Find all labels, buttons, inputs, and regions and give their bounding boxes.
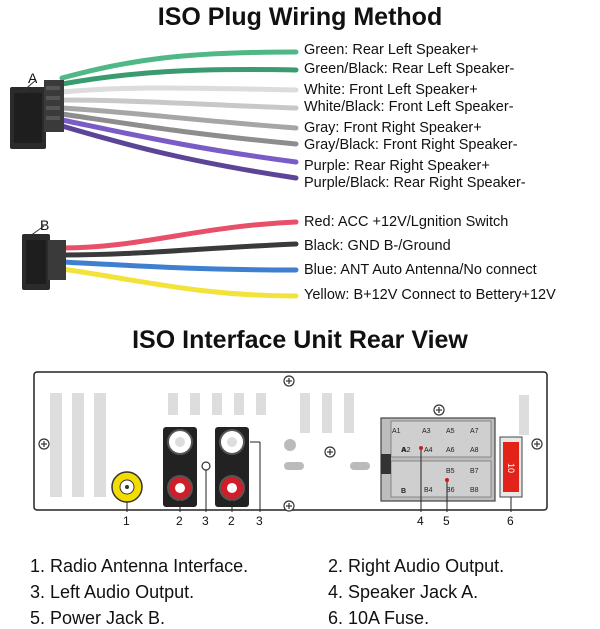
pin-b6: B6 bbox=[446, 487, 455, 494]
pin-b8: B8 bbox=[470, 487, 479, 494]
legend-item-1: 1. Radio Antenna Interface. bbox=[30, 556, 249, 576]
wire-green bbox=[59, 49, 299, 81]
wire-white bbox=[59, 85, 299, 95]
wire-purple bbox=[59, 117, 299, 165]
connector-a-body bbox=[10, 79, 64, 149]
pin-b5: B5 bbox=[446, 468, 455, 475]
wire-label-green-black: Green/Black: Rear Left Speaker- bbox=[304, 61, 515, 77]
wire-label-yellow: Yellow: B+12V Connect to Bettery+12V bbox=[304, 287, 556, 303]
wire-label-green: Green: Rear Left Speaker+ bbox=[304, 42, 479, 58]
callout-3b: 3 bbox=[256, 514, 263, 528]
connector-b-wires bbox=[59, 219, 299, 299]
callout-1: 1 bbox=[123, 514, 130, 528]
wire-label-red: Red: ACC +12V/Lgnition Switch bbox=[304, 214, 509, 230]
wire-gray-black bbox=[59, 111, 299, 147]
jack-b-letter: B bbox=[401, 488, 406, 495]
rear-view-title: ISO Interface Unit Rear View bbox=[132, 326, 468, 354]
callout-lines bbox=[126, 441, 512, 512]
legend-item-3: 3. Left Audio Output. bbox=[30, 582, 195, 602]
jack-a-letter: A bbox=[401, 447, 406, 454]
connector-a-wires bbox=[59, 49, 299, 181]
wire-label-gray-black: Gray/Black: Front Right Speaker- bbox=[304, 137, 518, 153]
wire-red bbox=[59, 219, 299, 251]
wire-label-purple: Purple: Rear Right Speaker+ bbox=[304, 158, 490, 174]
wiring-title: ISO Plug Wiring Method bbox=[157, 3, 443, 31]
pin-a6: A6 bbox=[446, 447, 455, 454]
pin-a1: A1 bbox=[392, 428, 401, 435]
legend-item-2: 2. Right Audio Output. bbox=[328, 556, 505, 576]
wire-label-gray: Gray: Front Right Speaker+ bbox=[304, 120, 482, 136]
connector-a-letter: A bbox=[28, 70, 38, 86]
wire-white-black bbox=[59, 97, 299, 111]
pin-a2: A2 bbox=[402, 447, 411, 454]
antenna-jack bbox=[111, 471, 143, 503]
legend-item-6: 6. 10A Fuse. bbox=[328, 608, 430, 628]
pin-a4: A4 bbox=[424, 447, 433, 454]
wire-label-purple-black: Purple/Black: Rear Right Speaker- bbox=[304, 175, 526, 191]
pin-b7: B7 bbox=[470, 468, 479, 475]
pin-a8: A8 bbox=[470, 447, 479, 454]
wire-gray bbox=[59, 105, 299, 131]
wire-purple-black bbox=[59, 123, 299, 181]
callout-5: 5 bbox=[443, 514, 450, 528]
callout-2b: 2 bbox=[228, 514, 235, 528]
wire-label-blue: Blue: ANT Auto Antenna/No connect bbox=[304, 262, 537, 278]
callout-6: 6 bbox=[507, 514, 514, 528]
legend-item-4: 4. Speaker Jack A. bbox=[328, 582, 479, 602]
rear-panel bbox=[33, 371, 548, 512]
wire-green-black bbox=[59, 67, 299, 87]
connector-b-letter: B bbox=[40, 217, 50, 233]
pin-a3: A3 bbox=[422, 428, 431, 435]
wire-label-white: White: Front Left Speaker+ bbox=[304, 82, 478, 98]
fuse-label: 10 bbox=[506, 463, 516, 473]
callout-3a: 3 bbox=[202, 514, 209, 528]
callout-2a: 2 bbox=[176, 514, 183, 528]
wire-black bbox=[59, 241, 299, 258]
wire-yellow bbox=[59, 266, 299, 299]
callout-4: 4 bbox=[417, 514, 424, 528]
pin-a5: A5 bbox=[446, 428, 455, 435]
iso-socket bbox=[380, 417, 496, 502]
pin-a7: A7 bbox=[470, 428, 479, 435]
legend-item-5: 5. Power Jack B. bbox=[30, 608, 166, 628]
rca-jacks bbox=[163, 427, 249, 507]
connector-b-body bbox=[22, 225, 66, 290]
wire-blue bbox=[59, 259, 299, 273]
wire-label-black: Black: GND B-/Ground bbox=[304, 238, 451, 254]
fuse-holder bbox=[499, 436, 523, 498]
pin-b4: B4 bbox=[424, 487, 433, 494]
wire-label-white-black: White/Black: Front Left Speaker- bbox=[304, 99, 514, 115]
